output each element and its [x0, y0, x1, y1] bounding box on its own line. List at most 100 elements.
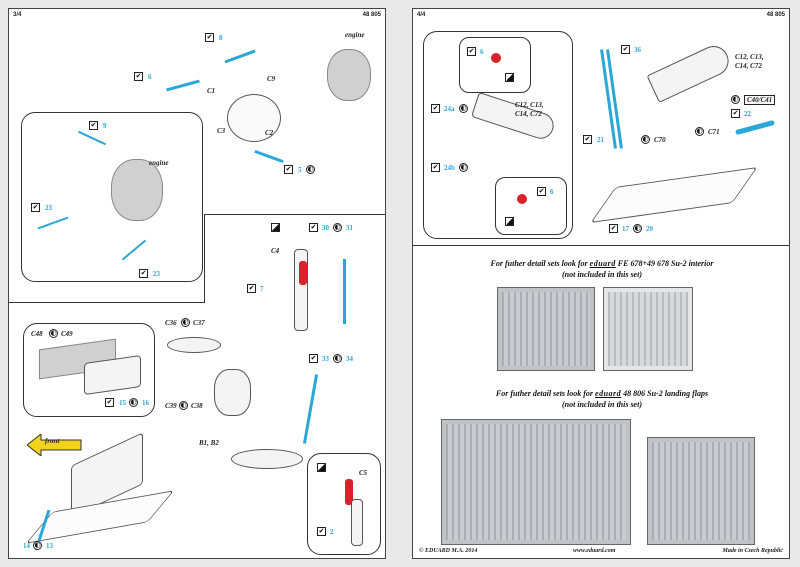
engine-cowling-ring	[227, 94, 281, 142]
sheet-number: 48 805	[766, 12, 785, 18]
fold-icon	[317, 463, 326, 472]
part-7-number: 7	[260, 285, 264, 293]
copyright: © EDUARD M.A. 2014	[419, 548, 478, 554]
promo-product: FE 678+49 678 Su-2 interior	[617, 259, 714, 268]
part-31-number: 31	[346, 224, 353, 232]
front-label: front	[45, 437, 60, 445]
part-c70-label: C70	[654, 136, 666, 144]
pe-part-red	[517, 194, 527, 204]
check-icon: ✔	[205, 33, 214, 42]
pe-part-red	[491, 53, 501, 63]
promo-note: (not included in this set)	[561, 400, 642, 409]
part-20-number: 20	[646, 225, 653, 233]
part-c71-label: C71	[708, 128, 720, 136]
engine-label: engine	[345, 31, 365, 39]
part-c9-label: C9	[267, 75, 276, 83]
part-c49-label: C49	[61, 330, 73, 338]
engine-inset-label: engine	[149, 159, 169, 167]
canopy-part	[167, 337, 221, 353]
bend-icon: ◐	[731, 95, 740, 104]
part-c48-label: C48	[31, 330, 43, 338]
check-icon: ✔	[89, 121, 98, 130]
part-23-number: 23	[153, 270, 160, 278]
eduard-logo: eduard	[589, 259, 616, 268]
check-icon: ✔	[247, 284, 256, 293]
engine-drawing	[111, 159, 163, 221]
pe-part-5	[254, 149, 284, 164]
pe-part-red	[345, 479, 353, 505]
part-6-number: 6	[148, 73, 152, 81]
section-divider	[204, 214, 205, 302]
part-24b-number: 24b	[444, 164, 455, 172]
part-17-number: 17	[622, 225, 629, 233]
fold-icon	[505, 73, 514, 82]
rocket-parts-label-2: C14, C72	[515, 110, 542, 118]
check-icon: ✔	[139, 269, 148, 278]
fold-icon	[505, 217, 514, 226]
part-9-number: 9	[103, 122, 107, 130]
part-6-number: 6	[480, 48, 484, 56]
bend-icon: ◐	[459, 104, 468, 113]
check-icon: ✔	[467, 47, 476, 56]
part-b1b2-drawing	[231, 449, 303, 469]
part-c39-label: C39	[165, 402, 177, 410]
promo-text: For futher detail sets look for	[490, 259, 588, 268]
part-c5-drawing	[351, 499, 363, 546]
part-2-number: 2	[330, 528, 334, 536]
bend-icon: ◐	[333, 223, 342, 232]
check-icon: ✔	[731, 109, 740, 118]
section-divider	[413, 245, 789, 246]
pe-part-6	[166, 79, 200, 92]
bend-icon: ◐	[641, 135, 650, 144]
check-icon: ✔	[431, 104, 440, 113]
website: www.eduard.com	[573, 548, 616, 554]
photo-etch-fret-image	[497, 287, 595, 371]
part-14-number: 14	[23, 542, 30, 550]
inner-inset-top	[459, 37, 531, 93]
seat-assembly	[214, 369, 251, 416]
fold-icon	[271, 223, 280, 232]
photo-etch-fret-image	[603, 287, 693, 371]
part-15-number: 15	[119, 399, 126, 407]
check-icon: ✔	[309, 354, 318, 363]
bend-icon: ◐	[181, 318, 190, 327]
part-c3-label: C3	[217, 127, 226, 135]
photo-etch-fret-image	[441, 419, 631, 545]
part-30-number: 30	[322, 224, 329, 232]
part-c1-label: C1	[207, 87, 216, 95]
rocket-parts-label-1: C12, C13,	[515, 101, 544, 109]
part-5-number: 5	[298, 166, 302, 174]
promo-note: (not included in this set)	[561, 270, 642, 279]
check-icon: ✔	[284, 165, 293, 174]
bend-icon: ◐	[33, 541, 42, 550]
check-icon: ✔	[105, 398, 114, 407]
bend-icon: ◐	[129, 398, 138, 407]
part-13-number: 13	[46, 542, 53, 550]
check-icon: ✔	[309, 223, 318, 232]
section-divider	[204, 214, 385, 215]
part-c2-label: C2	[265, 129, 274, 137]
bend-icon: ◐	[179, 401, 188, 410]
part-c40c41-label: C40/C41	[744, 95, 776, 105]
part-21-number: 21	[597, 136, 604, 144]
bend-icon: ◐	[49, 329, 58, 338]
instruction-page-left: 3/4 48 805 engine C1 C9 C3 C2 ✔ 8 ✔ 6 ✔ …	[8, 8, 386, 559]
part-33-number: 33	[322, 355, 329, 363]
part-c4-label: C4	[271, 247, 280, 255]
bomb-bay-floor-drawing	[590, 167, 758, 223]
promo-interior-set: For futher detail sets look for eduard F…	[413, 259, 789, 269]
promo-product: 48 806 Su-2 landing flaps	[623, 389, 709, 398]
page-number: 4/4	[417, 12, 426, 18]
part-34-number: 34	[346, 355, 353, 363]
bend-icon: ◐	[333, 354, 342, 363]
pe-part-red	[299, 261, 307, 285]
promo-text: For futher detail sets look for	[495, 389, 594, 398]
part-24a-number: 24a	[444, 105, 455, 113]
part-c37-label: C37	[193, 319, 205, 327]
part-c38-label: C38	[191, 402, 203, 410]
bend-icon: ◐	[633, 224, 642, 233]
part-c36-label: C36	[165, 319, 177, 327]
inner-inset-bottom	[495, 177, 567, 235]
pe-part-31	[343, 259, 346, 324]
page-number: 3/4	[13, 12, 22, 18]
